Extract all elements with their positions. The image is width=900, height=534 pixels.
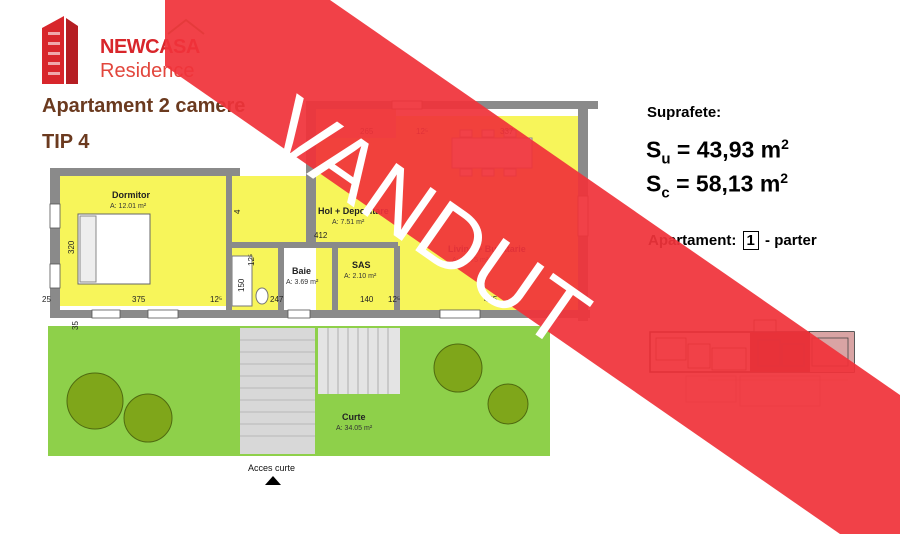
dimension-label: 375 <box>132 295 146 304</box>
dining-table-icon <box>451 137 533 169</box>
room-area-curte: A: 34.05 m² <box>336 425 373 432</box>
roof-logo-icon <box>167 18 205 35</box>
dimension-label: 337 <box>500 127 514 136</box>
dimension-label: 35 <box>71 321 80 330</box>
dimension-label: 412 <box>314 231 328 240</box>
dimension-label: 12⁵ <box>247 254 256 266</box>
dimension-label: 320 <box>67 240 76 254</box>
newcasa-logo: NEWCASA Residence <box>38 14 218 86</box>
access-path <box>240 328 315 454</box>
dimension-label: 405 <box>484 295 498 304</box>
room-area-baie: A: 3.69 m² <box>286 279 319 286</box>
apartment-label: Apartament: <box>648 232 737 249</box>
dimension-label: 265 <box>360 127 374 136</box>
up-arrow-icon <box>265 476 281 485</box>
apartment-type: TIP 4 <box>42 131 90 153</box>
room-name-living: Living + Bucatarie <box>448 244 526 254</box>
dimension-label: 12⁵ <box>388 295 400 304</box>
surfaces-label: Suprafete: <box>647 104 722 121</box>
room-area-sas: A: 2.10 m² <box>344 273 377 280</box>
building-logo-icon <box>42 16 78 84</box>
dimension-label: 150 <box>237 278 246 292</box>
logo-brand-top: NEWCASA <box>100 36 200 58</box>
apartment-floor: - parter <box>765 232 817 249</box>
logo-brand-bottom: Residence <box>100 60 195 82</box>
room-name-curte: Curte <box>342 412 366 422</box>
room-name-dormitor: Dormitor <box>112 190 150 200</box>
kitchen-counter <box>316 108 396 138</box>
dimension-label: 12⁵ <box>416 127 428 136</box>
floor-plan: Dormitor A: 12.01 m² Hol + Depozitare A:… <box>42 100 598 456</box>
room-living <box>316 116 578 316</box>
room-area-living: A: 21.75 m² <box>452 257 489 264</box>
dimension-label: 4 <box>233 209 242 214</box>
room-name-sas: SAS <box>352 260 371 270</box>
room-name-baie: Baie <box>292 266 311 276</box>
dimension-label: 140 <box>360 295 374 304</box>
dimension-label: 247 <box>270 295 284 304</box>
room-name-hol: Hol + Depozitare <box>318 206 389 216</box>
building-minimap <box>649 319 855 407</box>
dimension-label: 12⁵ <box>210 295 222 304</box>
apartment-number-line: Apartament: 1 - parter <box>648 231 817 250</box>
useful-surface: Su = 43,93 m2 <box>646 136 789 168</box>
dimension-label: 25 <box>42 295 51 304</box>
toilet-icon <box>255 287 269 305</box>
room-area-dormitor: A: 12.01 m² <box>110 203 147 210</box>
apartment-number: 1 <box>742 231 759 250</box>
access-label: Acces curte <box>248 463 296 473</box>
room-area-hol: A: 7.51 m² <box>332 219 365 226</box>
built-surface: Sc = 58,13 m2 <box>646 170 789 202</box>
